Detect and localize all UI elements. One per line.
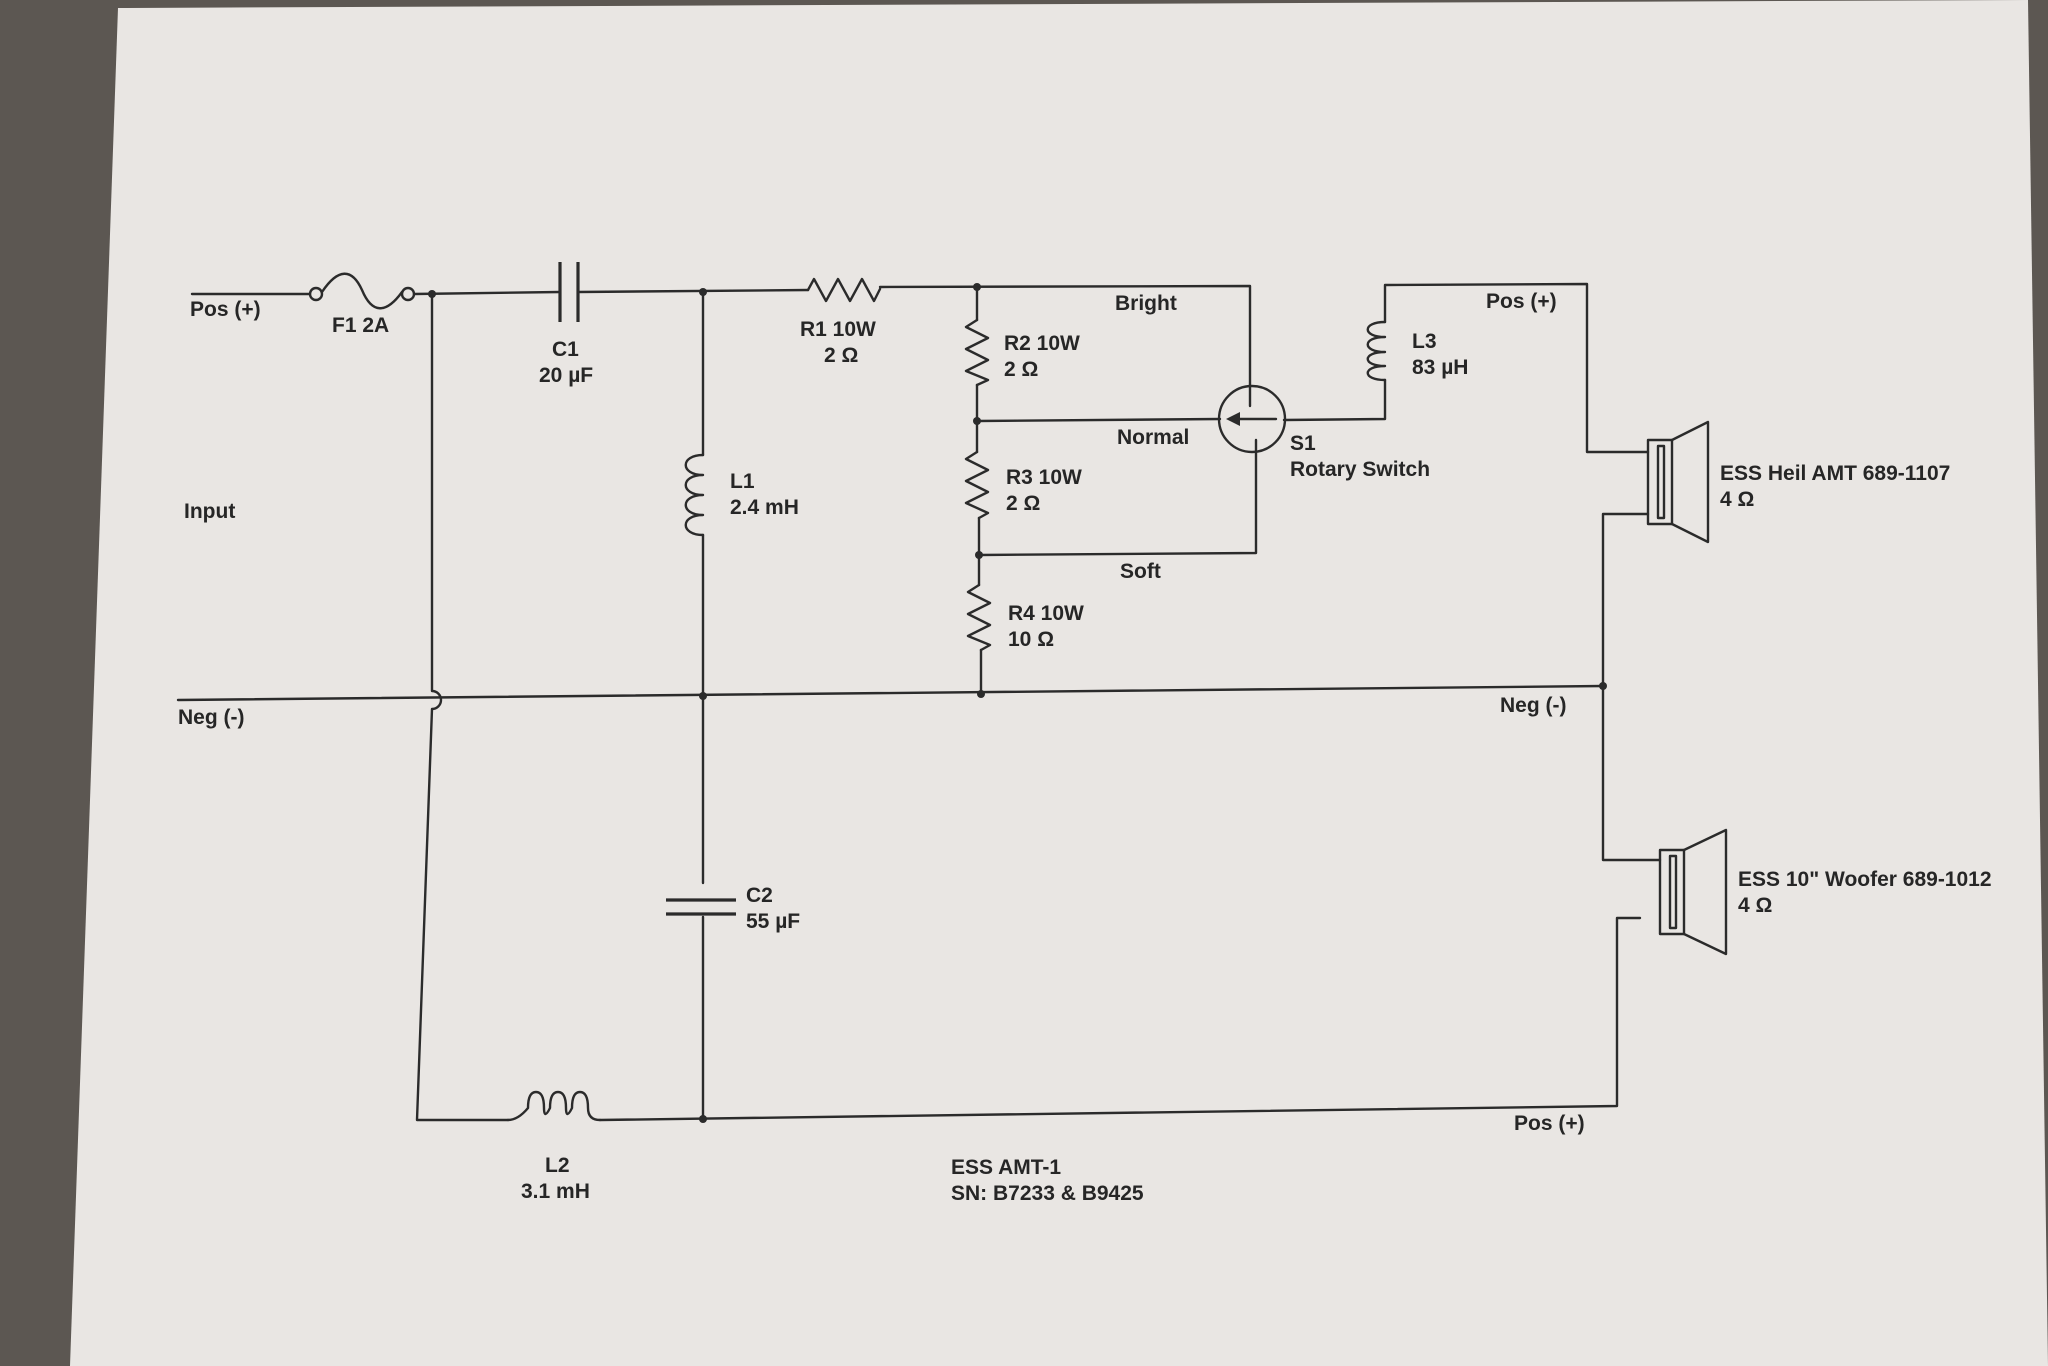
label-r4-name: R4 10W [1008,602,1084,625]
label-pos-input: Pos (+) [190,298,261,321]
capacitor-c1 [558,262,580,322]
wire-l2-to-woofer [598,916,1642,1122]
label-neg-right: Neg (-) [1500,694,1567,717]
label-model: ESS AMT-1 [951,1156,1061,1179]
label-soft: Soft [1120,560,1161,583]
resistor-r1 [806,277,882,303]
junction-dot [699,288,707,296]
label-l1-name: L1 [730,470,755,493]
fuse-f1 [308,272,416,310]
rotary-switch-s1 [1217,384,1287,454]
labels: Pos (+) F1 2A C1 20 µF R1 10W 2 Ω R2 10W… [178,290,1992,1205]
label-pos-woofer: Pos (+) [1514,1112,1585,1135]
label-amt-name: ESS Heil AMT 689-1107 [1720,462,1950,485]
label-c2-name: C2 [746,884,773,907]
label-amt-imp: 4 Ω [1720,488,1754,511]
label-pos-amt: Pos (+) [1486,290,1557,313]
wire-r1-to-bright [878,284,1252,408]
label-c2-value: 55 µF [746,910,800,933]
junction-dot [973,417,981,425]
wire-l3-to-amt [1383,282,1650,454]
inductor-l2 [506,1090,602,1122]
label-woofer-imp: 4 Ω [1738,894,1772,917]
label-r2-name: R2 10W [1004,332,1080,355]
label-f1: F1 2A [332,314,389,337]
label-r1-name: R1 10W [800,318,876,341]
wire-left-vertical [415,292,510,1122]
speaker-amt [1646,420,1710,544]
label-r3-value: 2 Ω [1006,492,1040,515]
label-l1-value: 2.4 mH [730,496,799,519]
label-r1-value: 2 Ω [824,344,858,367]
speaker-woofer [1658,828,1728,956]
label-woofer-name: ESS 10" Woofer 689-1012 [1738,868,1992,891]
inductor-l3 [1366,320,1387,382]
resistor-r4 [966,583,992,652]
label-l3-name: L3 [1412,330,1437,353]
label-l2-name: L2 [545,1154,570,1177]
label-l2-value: 3.1 mH [521,1180,590,1203]
label-r2-value: 2 Ω [1004,358,1038,381]
label-s1-name: S1 [1290,432,1316,455]
resistor-r2 [964,318,990,387]
wire-c1-to-r1 [576,288,810,294]
junction-dot [977,690,985,698]
wires [176,282,1662,1122]
label-neg-input: Neg (-) [178,706,245,729]
label-c1-name: C1 [552,338,579,361]
junction-dot [1599,682,1607,690]
label-c1-value: 20 µF [539,364,593,387]
label-bright: Bright [1115,292,1177,315]
junction-dot [428,290,436,298]
wire-fuse-to-c1 [412,290,562,296]
resistor-r3 [964,450,990,520]
inductor-l1 [684,453,705,537]
junction-dot [699,1115,707,1123]
wire-normal-tap [975,417,1222,423]
wire-switch-to-l3 [1282,378,1387,422]
label-l3-value: 83 µH [1412,356,1468,379]
junctions [428,283,1607,1123]
label-normal: Normal [1117,426,1189,449]
wire-soft-tap [977,438,1258,557]
junction-dot [973,283,981,291]
label-r4-value: 10 Ω [1008,628,1054,651]
paper-sheet [70,0,2048,1366]
label-serial: SN: B7233 & B9425 [951,1182,1144,1205]
junction-dot [975,551,983,559]
label-s1-desc: Rotary Switch [1290,458,1430,481]
capacitor-c2 [666,898,736,916]
label-r3-name: R3 10W [1006,466,1082,489]
label-input: Input [184,500,235,523]
wire-neg [176,684,1605,702]
junction-dot [699,692,707,700]
